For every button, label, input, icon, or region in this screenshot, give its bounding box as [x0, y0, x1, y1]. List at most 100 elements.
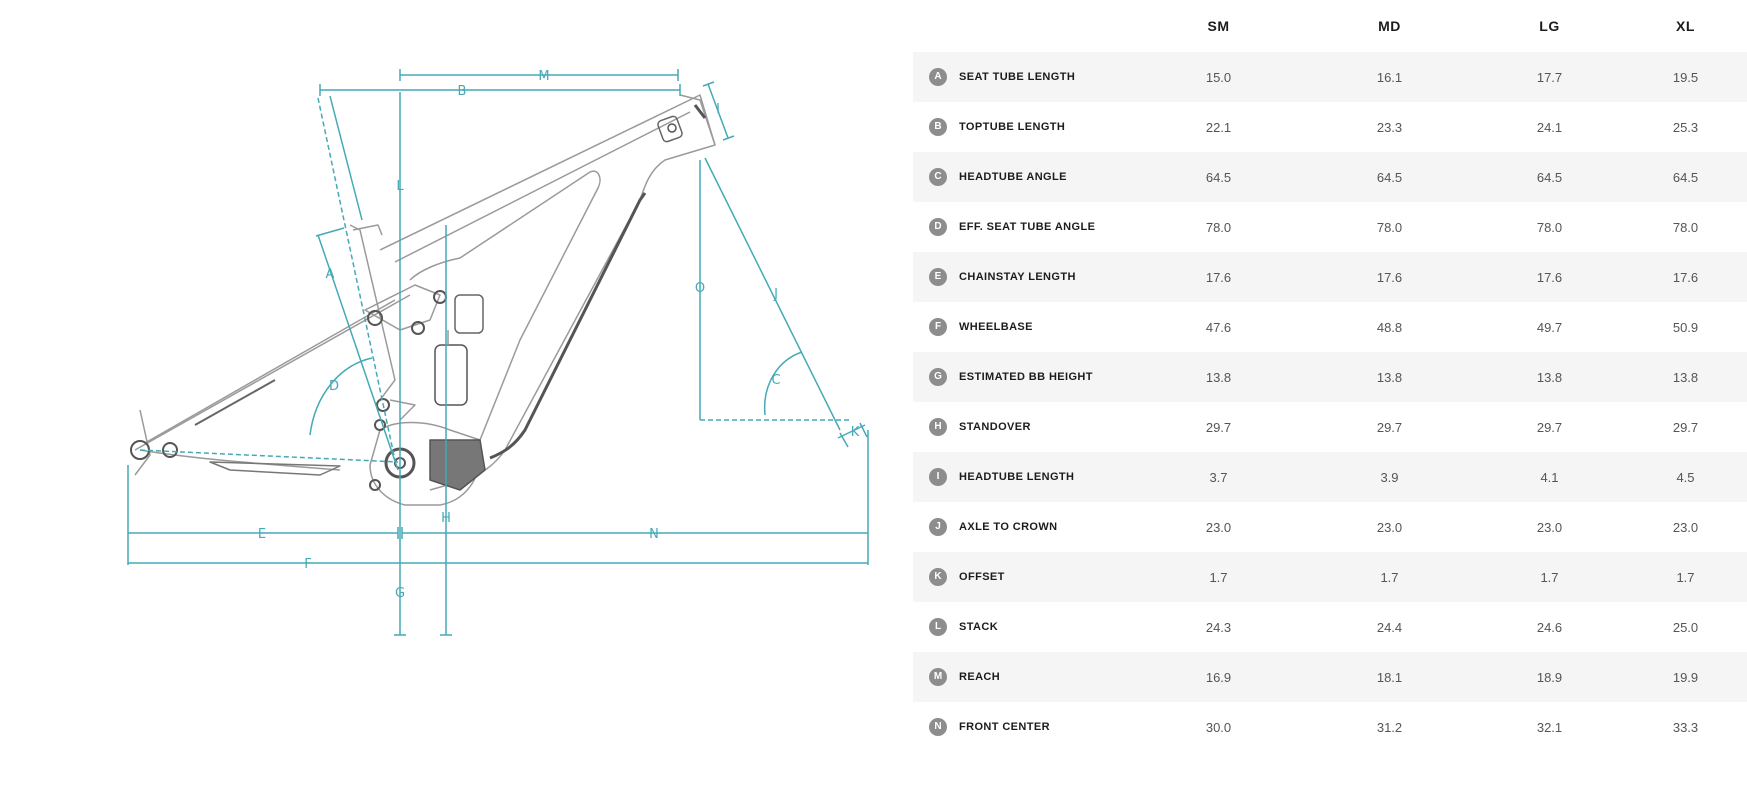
dim-label-e: E: [258, 527, 266, 542]
value-sm: 47.6: [1133, 302, 1304, 352]
row-label: C HEADTUBE ANGLE: [913, 152, 1133, 202]
value-md: 17.6: [1304, 252, 1475, 302]
value-lg: 17.7: [1475, 52, 1624, 102]
value-sm: 1.7: [1133, 552, 1304, 602]
dim-label-i: I: [716, 102, 720, 117]
value-md: 29.7: [1304, 402, 1475, 452]
value-lg: 24.1: [1475, 102, 1624, 152]
size-header-xl: XL: [1676, 18, 1695, 34]
value-sm: 64.5: [1133, 152, 1304, 202]
value-xl: 13.8: [1624, 352, 1747, 402]
value-md: 31.2: [1304, 702, 1475, 752]
value-md: 1.7: [1304, 552, 1475, 602]
letter-badge: I: [929, 468, 947, 486]
value-lg: 24.6: [1475, 602, 1624, 652]
value-sm: 3.7: [1133, 452, 1304, 502]
dim-label-c: C: [771, 373, 780, 388]
row-label: F WHEELBASE: [913, 302, 1133, 352]
value-lg: 78.0: [1475, 202, 1624, 252]
dim-label-o: O: [695, 281, 705, 296]
dimension-lines: [127, 69, 869, 636]
row-label: H STANDOVER: [913, 402, 1133, 452]
letter-badge: C: [929, 168, 947, 186]
value-lg: 1.7: [1475, 552, 1624, 602]
value-lg: 13.8: [1475, 352, 1624, 402]
value-md: 16.1: [1304, 52, 1475, 102]
dim-label-l: L: [396, 179, 404, 194]
value-sm: 24.3: [1133, 602, 1304, 652]
value-md: 23.0: [1304, 502, 1475, 552]
dim-label-g: G: [395, 586, 405, 601]
value-xl: 78.0: [1624, 202, 1747, 252]
metric-name: WHEELBASE: [959, 321, 1033, 333]
letter-badge: G: [929, 368, 947, 386]
value-sm: 23.0: [1133, 502, 1304, 552]
value-sm: 13.8: [1133, 352, 1304, 402]
value-md: 3.9: [1304, 452, 1475, 502]
metric-name: STANDOVER: [959, 421, 1031, 433]
size-header-md: MD: [1378, 18, 1401, 34]
dim-label-k: K: [851, 425, 860, 440]
value-sm: 30.0: [1133, 702, 1304, 752]
value-sm: 17.6: [1133, 252, 1304, 302]
value-md: 23.3: [1304, 102, 1475, 152]
metric-name: STACK: [959, 621, 999, 633]
letter-badge: H: [929, 418, 947, 436]
value-xl: 4.5: [1624, 452, 1747, 502]
metric-name: EFF. SEAT TUBE ANGLE: [959, 221, 1096, 233]
letter-badge: E: [929, 268, 947, 286]
metric-name: OFFSET: [959, 571, 1005, 583]
value-xl: 25.0: [1624, 602, 1747, 652]
dim-label-f: F: [304, 557, 311, 572]
value-lg: 23.0: [1475, 502, 1624, 552]
dim-label-a: A: [326, 267, 335, 282]
table-row: K OFFSET 1.7 1.7 1.7 1.7: [913, 552, 1747, 602]
metric-name: REACH: [959, 671, 1001, 683]
value-xl: 19.5: [1624, 52, 1747, 102]
value-sm: 22.1: [1133, 102, 1304, 152]
metric-name: AXLE TO CROWN: [959, 521, 1058, 533]
geometry-diagram: B M L A D E N F G H O J C K I: [127, 69, 869, 636]
metric-name: HEADTUBE LENGTH: [959, 471, 1075, 483]
metric-name: SEAT TUBE LENGTH: [959, 71, 1076, 83]
value-xl: 17.6: [1624, 252, 1747, 302]
value-xl: 50.9: [1624, 302, 1747, 352]
size-header-sm: SM: [1207, 18, 1230, 34]
row-label: D EFF. SEAT TUBE ANGLE: [913, 202, 1133, 252]
value-lg: 32.1: [1475, 702, 1624, 752]
value-md: 48.8: [1304, 302, 1475, 352]
dim-label-h: H: [441, 511, 451, 526]
letter-badge: D: [929, 218, 947, 236]
size-header-lg: LG: [1539, 18, 1560, 34]
value-xl: 29.7: [1624, 402, 1747, 452]
header-spacer: [913, 0, 1133, 52]
letter-badge: F: [929, 318, 947, 336]
value-xl: 64.5: [1624, 152, 1747, 202]
value-lg: 64.5: [1475, 152, 1624, 202]
value-xl: 19.9: [1624, 652, 1747, 702]
letter-badge: N: [929, 718, 947, 736]
dim-label-n: N: [649, 527, 659, 542]
letter-badge: K: [929, 568, 947, 586]
value-xl: 33.3: [1624, 702, 1747, 752]
value-lg: 29.7: [1475, 402, 1624, 452]
value-lg: 18.9: [1475, 652, 1624, 702]
metric-name: HEADTUBE ANGLE: [959, 171, 1067, 183]
letter-badge: M: [929, 668, 947, 686]
value-sm: 78.0: [1133, 202, 1304, 252]
value-xl: 1.7: [1624, 552, 1747, 602]
